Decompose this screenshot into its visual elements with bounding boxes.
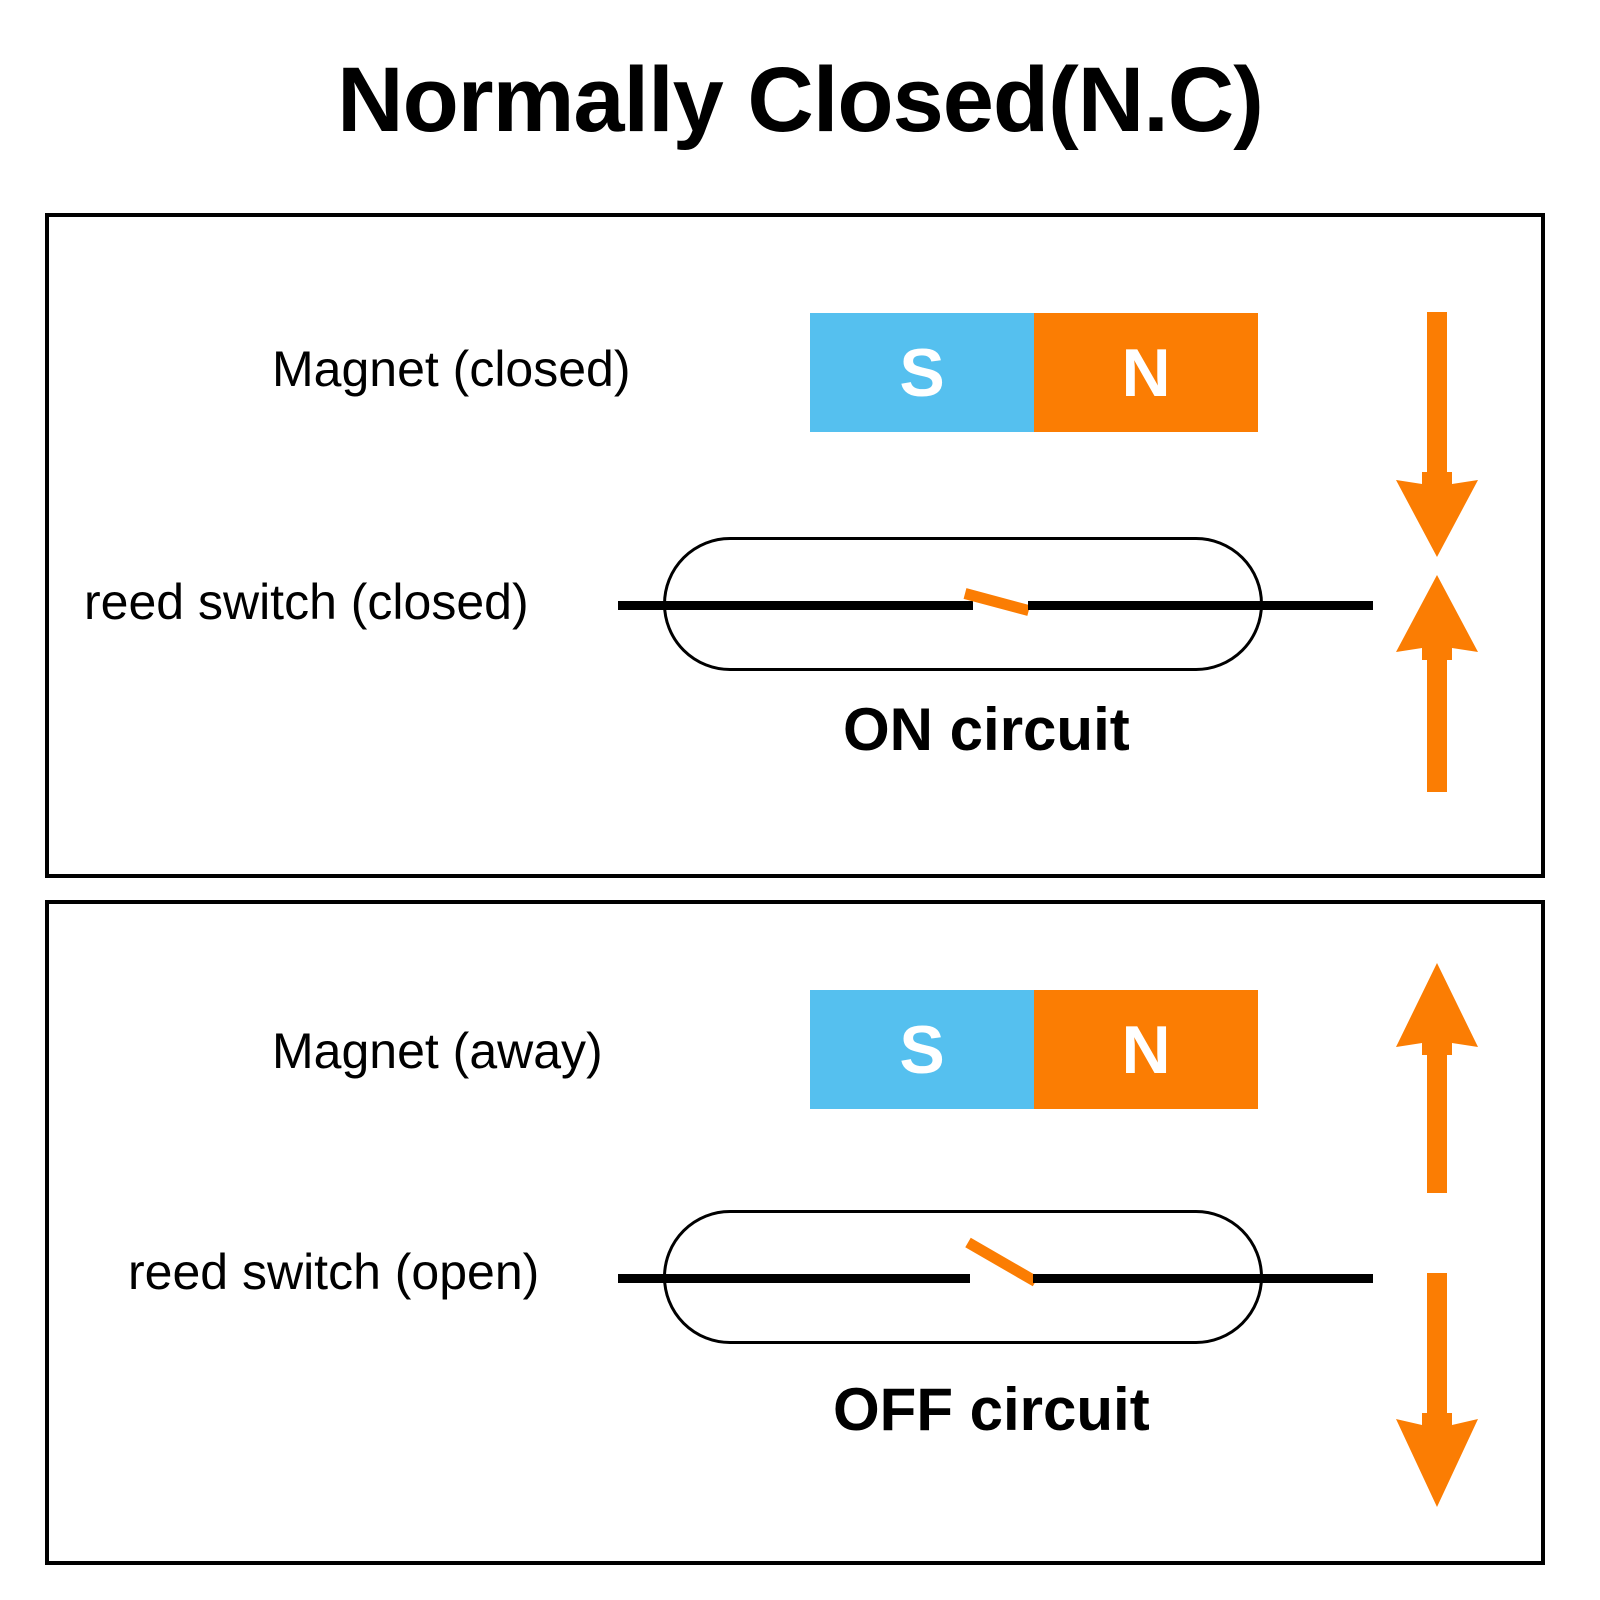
panel-magnet-closed <box>45 213 1545 878</box>
reed-contact-left <box>618 601 973 610</box>
magnet-motion-arrows-closed <box>1382 312 1492 792</box>
magnet-motion-arrows-away <box>1382 955 1492 1515</box>
magnet-south-pole: S <box>810 990 1034 1109</box>
page-title: Normally Closed(N.C) <box>337 49 1264 151</box>
magnet-north-pole: N <box>1034 990 1258 1109</box>
reed-switch-open <box>618 1188 1373 1368</box>
reed-contact-right <box>1033 1274 1373 1283</box>
reed-contact-left <box>618 1274 970 1283</box>
magnet-bar-away: S N <box>810 990 1258 1109</box>
reed-contact-right <box>1028 601 1373 610</box>
panel-magnet-away <box>45 900 1545 1565</box>
arrow-down-icon <box>1396 312 1478 792</box>
circuit-state-off: OFF circuit <box>833 1376 1150 1443</box>
reed-switch-closed <box>618 515 1373 695</box>
circuit-state-on: ON circuit <box>843 696 1130 763</box>
arrow-up-icon <box>1396 963 1478 1507</box>
magnet-north-pole: N <box>1034 313 1258 432</box>
magnet-south-pole: S <box>810 313 1034 432</box>
magnet-bar-closed: S N <box>810 313 1258 432</box>
reed-switch-label-open: reed switch (open) <box>128 1244 540 1300</box>
magnet-label-closed: Magnet (closed) <box>272 341 631 397</box>
reed-switch-label-closed: reed switch (closed) <box>84 574 529 630</box>
magnet-label-away: Magnet (away) <box>272 1023 603 1079</box>
